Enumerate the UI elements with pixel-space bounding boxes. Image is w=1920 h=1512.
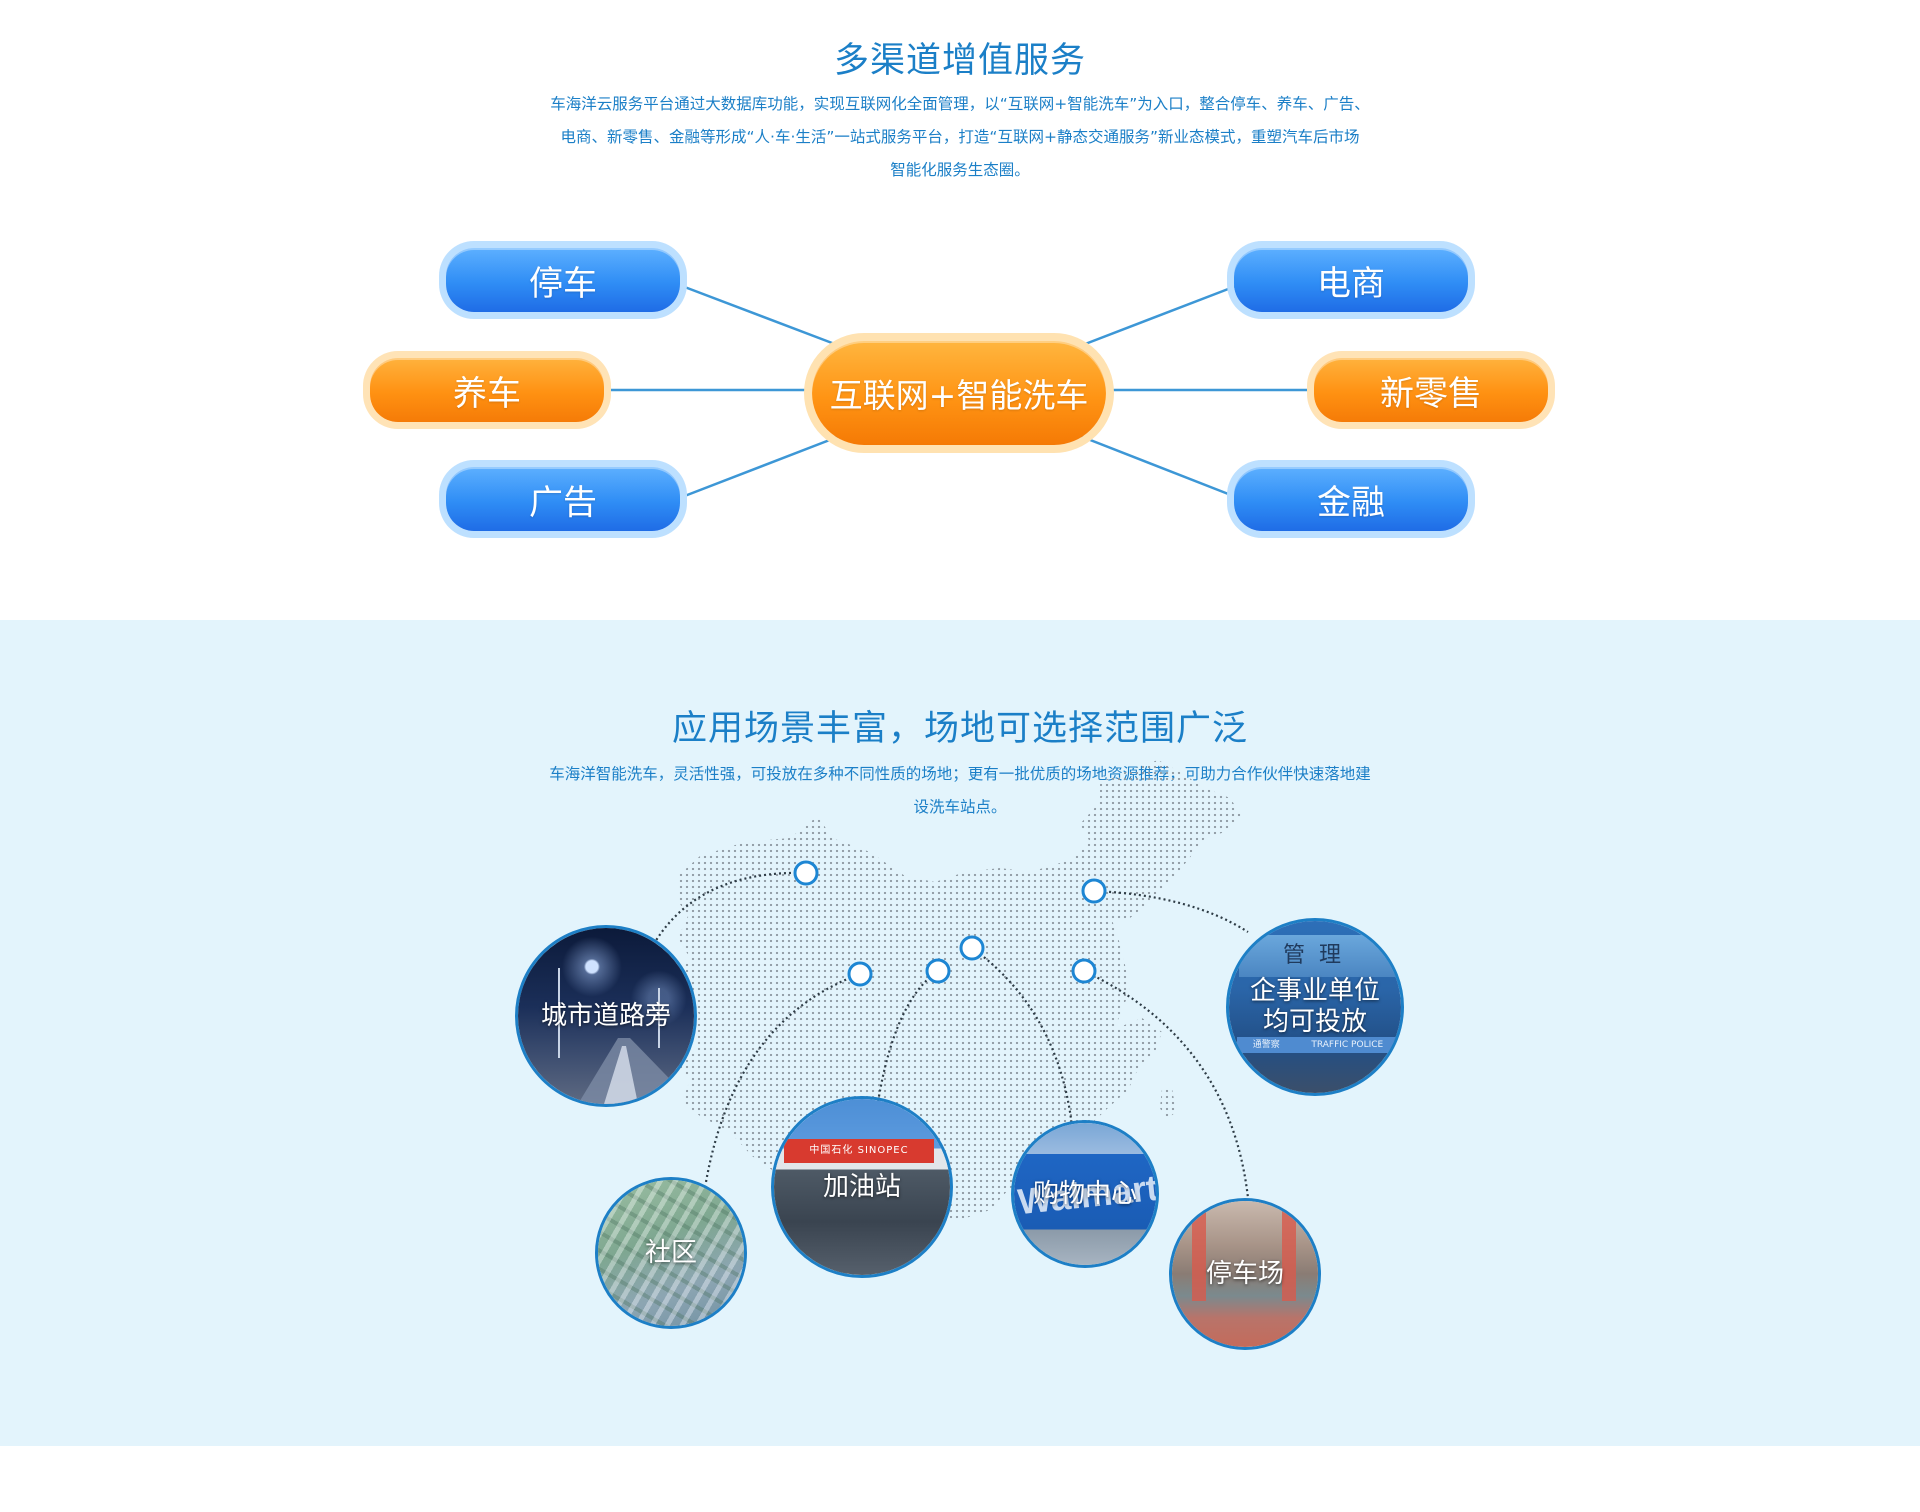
scene-label-line-1: 企事业单位 bbox=[1249, 976, 1380, 1006]
connector-lines bbox=[606, 284, 1314, 499]
desc-line-2: 电商、新零售、金融等形成“人·车·生活”一站式服务平台，打造“互联网+静态交通服… bbox=[560, 128, 1360, 146]
police-sign-strip: 通警察 TRAFFIC POLICE bbox=[1237, 1037, 1399, 1053]
arc-mall bbox=[971, 947, 1074, 1127]
location-marker bbox=[925, 958, 951, 984]
night-road-photo bbox=[518, 928, 694, 1104]
location-marker bbox=[1071, 958, 1097, 984]
police-sign-english: TRAFFIC POLICE bbox=[1311, 1040, 1384, 1050]
scene-parking-lot[interactable]: 停车场 bbox=[1169, 1198, 1321, 1350]
scene-community[interactable]: 社区 bbox=[595, 1177, 747, 1329]
connector-finance bbox=[1079, 434, 1237, 499]
location-markers bbox=[793, 860, 1107, 987]
node-ecommerce[interactable]: 电商 bbox=[1234, 248, 1468, 312]
scene-label: 城市道路旁 bbox=[540, 1000, 671, 1031]
node-parking[interactable]: 停车 bbox=[446, 248, 680, 312]
scene-label: 企事业单位 均可投放 bbox=[1250, 976, 1380, 1038]
building-sign-top: 管理 bbox=[1239, 935, 1399, 977]
location-marker bbox=[847, 961, 873, 987]
value-added-services-section: 多渠道增值服务 车海洋云服务平台通过大数据库功能，实现互联网化全面管理，以“互联… bbox=[0, 0, 1920, 620]
china-dot-map bbox=[654, 760, 1250, 1236]
canopy-sign: 中国石化 SINOPEC bbox=[784, 1139, 934, 1163]
desc-line-1: 车海洋云服务平台通过大数据库功能，实现互联网化全面管理，以“互联网+智能洗车”为… bbox=[550, 95, 1370, 113]
garage-pillar bbox=[1192, 1201, 1206, 1301]
scene-mall[interactable]: Walmart 购物中心 bbox=[1011, 1120, 1159, 1268]
arc-parking-lot bbox=[1083, 970, 1250, 1199]
scene-enterprise[interactable]: 管理 通警察 TRAFFIC POLICE 企事业单位 均可投放 bbox=[1226, 918, 1404, 1096]
node-finance[interactable]: 金融 bbox=[1234, 467, 1468, 531]
scene-gas-station[interactable]: 中国石化 SINOPEC 加油站 bbox=[771, 1096, 953, 1278]
location-marker bbox=[793, 860, 819, 886]
scene-label-line-2: 均可投放 bbox=[1262, 1007, 1367, 1037]
node-advertising[interactable]: 广告 bbox=[446, 467, 680, 531]
taiwan-island bbox=[1160, 1088, 1176, 1120]
section-description: 车海洋云服务平台通过大数据库功能，实现互联网化全面管理，以“互联网+智能洗车”为… bbox=[508, 88, 1412, 187]
scene-roadside[interactable]: 城市道路旁 bbox=[515, 925, 697, 1107]
scene-label: 社区 bbox=[644, 1237, 697, 1268]
node-maintenance[interactable]: 养车 bbox=[370, 358, 604, 422]
connector-parking bbox=[681, 284, 841, 348]
arc-gas-station bbox=[876, 970, 939, 1103]
aerial-community-photo bbox=[598, 1180, 744, 1326]
location-marker bbox=[959, 935, 985, 961]
scene-label: 停车场 bbox=[1205, 1258, 1284, 1289]
police-sign-text: 通警察 bbox=[1252, 1040, 1280, 1050]
location-marker bbox=[1081, 878, 1107, 904]
application-scenes-section: 应用场景丰富，场地可选择范围广泛 车海洋智能洗车，灵活性强，可投放在多种不同性质… bbox=[0, 620, 1920, 1446]
node-new-retail[interactable]: 新零售 bbox=[1314, 358, 1548, 422]
connector-advertising bbox=[681, 434, 841, 499]
walmart-photo: Walmart bbox=[1014, 1123, 1156, 1265]
section-title: 多渠道增值服务 bbox=[833, 41, 1086, 81]
sinopec-en: SINOPEC bbox=[857, 1145, 909, 1156]
desc-line-2: 设洗车站点。 bbox=[913, 798, 1007, 816]
road-illustration bbox=[558, 968, 694, 1104]
center-node[interactable]: 互联网+智能洗车 bbox=[812, 341, 1106, 445]
connector-ecommerce bbox=[1079, 284, 1237, 348]
arc-community bbox=[704, 972, 861, 1183]
management-sign-text: 管理 bbox=[1282, 943, 1355, 968]
garage-pillar bbox=[1282, 1201, 1296, 1301]
scene-label: 购物中心 bbox=[1032, 1178, 1137, 1209]
sinopec-cn: 中国石化 bbox=[809, 1145, 854, 1156]
desc-line-3: 智能化服务生态圈。 bbox=[890, 161, 1030, 179]
section-title: 应用场景丰富，场地可选择范围广泛 bbox=[671, 709, 1248, 749]
china-map-shape bbox=[676, 760, 1242, 1225]
scene-label: 加油站 bbox=[822, 1171, 901, 1202]
parking-garage-photo bbox=[1172, 1201, 1318, 1347]
police-building-photo: 管理 通警察 TRAFFIC POLICE bbox=[1229, 921, 1401, 1093]
gas-station-photo: 中国石化 SINOPEC bbox=[774, 1099, 950, 1275]
